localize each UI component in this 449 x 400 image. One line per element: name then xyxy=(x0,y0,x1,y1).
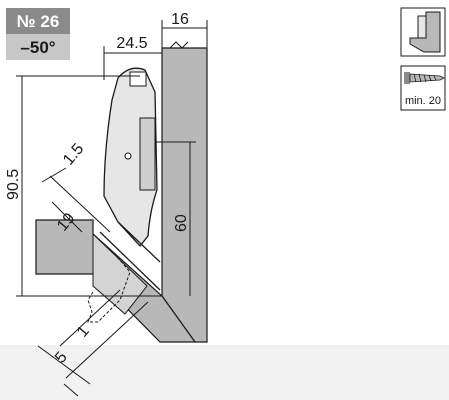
hinge-adjust-screw xyxy=(129,71,147,87)
cup-dashed-outline xyxy=(87,257,131,323)
dim-90-5-label: 90.5 xyxy=(5,169,22,200)
door-inner xyxy=(92,232,148,315)
screw-icon: min. 20 xyxy=(400,65,446,111)
screw-min-label: min. 20 xyxy=(405,95,441,107)
dim-1-5-line xyxy=(41,167,67,183)
hinge-arm-edge-2 xyxy=(99,231,161,291)
hinge-cup-icon xyxy=(400,7,446,57)
dim-1-5-ext xyxy=(49,175,111,233)
dim-small-ext-1 xyxy=(59,289,121,347)
dim-small-arrow xyxy=(63,383,79,397)
badge-angle: –50° xyxy=(20,38,55,57)
badge-number: № 26 xyxy=(17,12,60,31)
break-mark xyxy=(169,41,189,49)
dim-1-5-label: 1.5 xyxy=(60,141,87,169)
footer-band xyxy=(0,345,449,400)
hinge-arm-edge xyxy=(117,221,161,263)
hinge-mounting-plate xyxy=(139,117,156,191)
hinge-pivot xyxy=(124,152,132,160)
cabinet-side-panel xyxy=(161,47,208,343)
badge-angle-bg xyxy=(6,34,70,60)
dim-small-line xyxy=(37,345,91,385)
badge-number-bg xyxy=(6,8,70,34)
dim-60-label: 60 xyxy=(173,214,190,232)
dim-small-ext-2 xyxy=(65,301,149,379)
dim-24-5-label: 24.5 xyxy=(116,35,147,52)
dim-19-line xyxy=(51,201,83,233)
dim-1-label: 1 xyxy=(74,323,93,341)
dim-16-label: 16 xyxy=(171,11,189,28)
